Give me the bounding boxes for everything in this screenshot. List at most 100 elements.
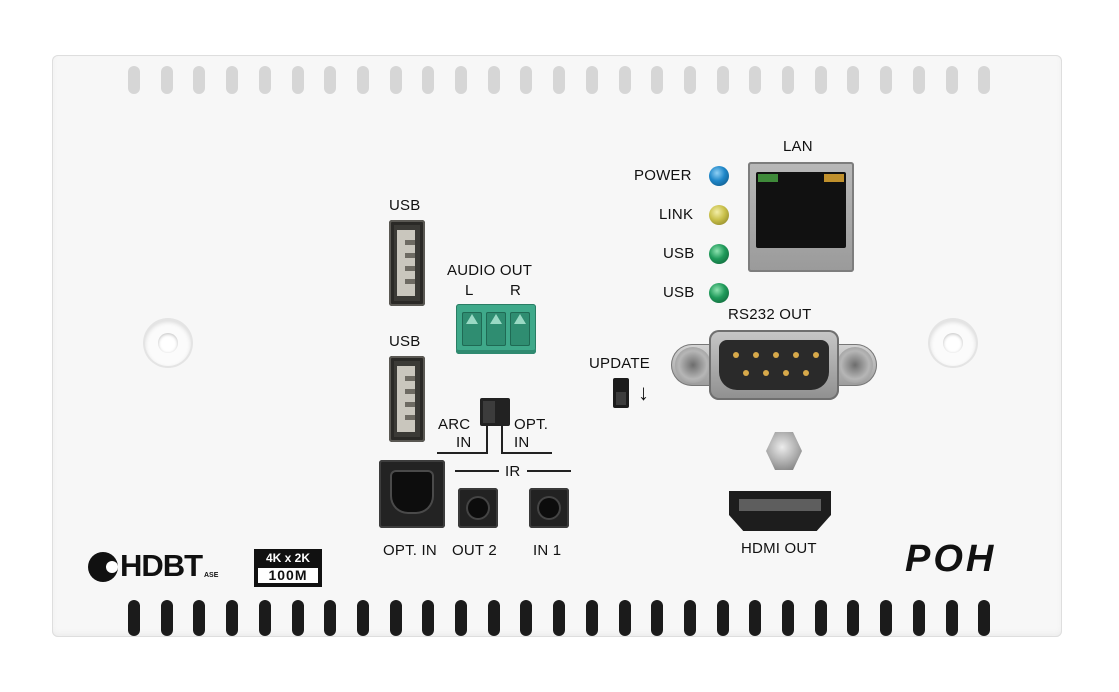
usb-port-bottom[interactable] [389, 356, 425, 442]
vent-slot-bottom [160, 600, 173, 636]
vent-slot-top [847, 66, 860, 94]
hdmi-out-label: HDMI OUT [741, 540, 817, 557]
rs232-out-port[interactable] [671, 330, 877, 400]
vent-slot-bottom [422, 600, 435, 636]
opt-in-label: IN [514, 434, 530, 451]
audio-l-label: L [465, 282, 474, 299]
vent-slot-top [455, 66, 467, 94]
opt-in-port-label: OPT. IN [383, 542, 437, 559]
vent-slot-bottom [258, 600, 271, 636]
optical-in-port[interactable] [379, 460, 445, 528]
vent-slot-bottom [128, 600, 140, 636]
vent-slot-top [520, 66, 533, 94]
vent-slot-bottom [585, 600, 598, 636]
vent-slot-bottom [356, 600, 369, 636]
vent-slot-top [389, 66, 402, 94]
vent-slot-top [880, 66, 893, 94]
db9-pin [813, 352, 819, 358]
link-led [709, 205, 729, 225]
vent-slot-bottom [389, 600, 402, 636]
vent-slot-top [487, 66, 500, 94]
vent-slot-bottom [193, 600, 206, 636]
vent-slot-top [160, 66, 173, 94]
vent-slot-bottom [978, 600, 991, 636]
audio-out-label: AUDIO OUT [447, 262, 533, 279]
vent-slot-top [978, 66, 991, 94]
vent-slot-bottom [520, 600, 533, 636]
arc-opt-switch[interactable] [480, 398, 510, 426]
resolution-badge: 4K x 2K 100M [254, 549, 322, 587]
vent-slot-top [258, 66, 271, 94]
arc-underline [437, 452, 488, 454]
vent-slot-bottom [291, 600, 304, 636]
audio-r-label: R [510, 282, 522, 299]
vent-slot-bottom [455, 600, 467, 636]
rs232-out-label: RS232 OUT [728, 306, 812, 323]
vent-slot-top [324, 66, 337, 94]
power-label: POWER [634, 167, 692, 184]
out2-label: OUT 2 [452, 542, 497, 559]
usb-led-1-label: USB [663, 245, 695, 262]
arc-in-label: IN [456, 434, 472, 451]
wall-plate [52, 55, 1062, 637]
vent-slot-bottom [880, 600, 893, 636]
vent-slot-bottom [487, 600, 500, 636]
switch-line-right [501, 426, 503, 452]
usb-top-label: USB [389, 197, 421, 214]
db9-pin [753, 352, 759, 358]
in1-label: IN 1 [533, 542, 562, 559]
usb-led-2 [709, 283, 729, 303]
db9-pin [733, 352, 739, 358]
vent-slot-top [422, 66, 435, 94]
db9-pin [793, 352, 799, 358]
arc-label: ARC [438, 416, 471, 433]
vent-slot-top [553, 66, 566, 94]
db9-pin [803, 370, 809, 376]
vent-slot-top [782, 66, 794, 94]
vent-slot-top [193, 66, 206, 94]
vent-slot-top [683, 66, 696, 94]
usb-led-1 [709, 244, 729, 264]
db9-pin [783, 370, 789, 376]
vent-slot-bottom [683, 600, 696, 636]
update-switch[interactable] [613, 378, 629, 408]
opt-label: OPT. [514, 416, 549, 433]
vent-slot-top [226, 66, 239, 94]
vent-slot-top [945, 66, 958, 94]
vent-slot-bottom [814, 600, 827, 636]
hdbaset-sub-text: ASE [204, 572, 219, 579]
ir-out2-jack[interactable] [458, 488, 498, 528]
hdbaset-text: HDBT [120, 548, 203, 583]
lan-port[interactable] [748, 162, 854, 272]
ir-line-right [527, 470, 571, 472]
vent-slot-bottom [847, 600, 860, 636]
db9-pin [763, 370, 769, 376]
usb-led-2-label: USB [663, 284, 695, 301]
down-arrow-icon: ↓ [638, 380, 649, 405]
vent-slot-bottom [553, 600, 566, 636]
db9-pin [743, 370, 749, 376]
ir-in1-jack[interactable] [529, 488, 569, 528]
audio-out-terminal-block[interactable] [456, 304, 536, 354]
db9-pin [773, 352, 779, 358]
usb-port-top[interactable] [389, 220, 425, 306]
power-led [709, 166, 729, 186]
vent-slot-top [618, 66, 631, 94]
usb-bottom-label: USB [389, 333, 421, 350]
update-label: UPDATE [589, 355, 650, 372]
vent-slot-bottom [912, 600, 925, 636]
vent-slot-top [716, 66, 729, 94]
link-label: LINK [659, 206, 694, 223]
vent-slot-bottom [618, 600, 631, 636]
vent-slot-top [585, 66, 598, 94]
hdmi-out-port[interactable] [729, 491, 831, 531]
brand-logo: POH [905, 538, 997, 580]
mounting-hole-left [145, 320, 191, 366]
vent-slot-bottom [324, 600, 337, 636]
vent-slot-top [128, 66, 140, 94]
hdmi-standoff-screw [766, 432, 802, 470]
vent-slot-bottom [716, 600, 729, 636]
vent-slot-top [291, 66, 304, 94]
vent-slot-bottom [945, 600, 958, 636]
vent-slot-top [749, 66, 762, 94]
